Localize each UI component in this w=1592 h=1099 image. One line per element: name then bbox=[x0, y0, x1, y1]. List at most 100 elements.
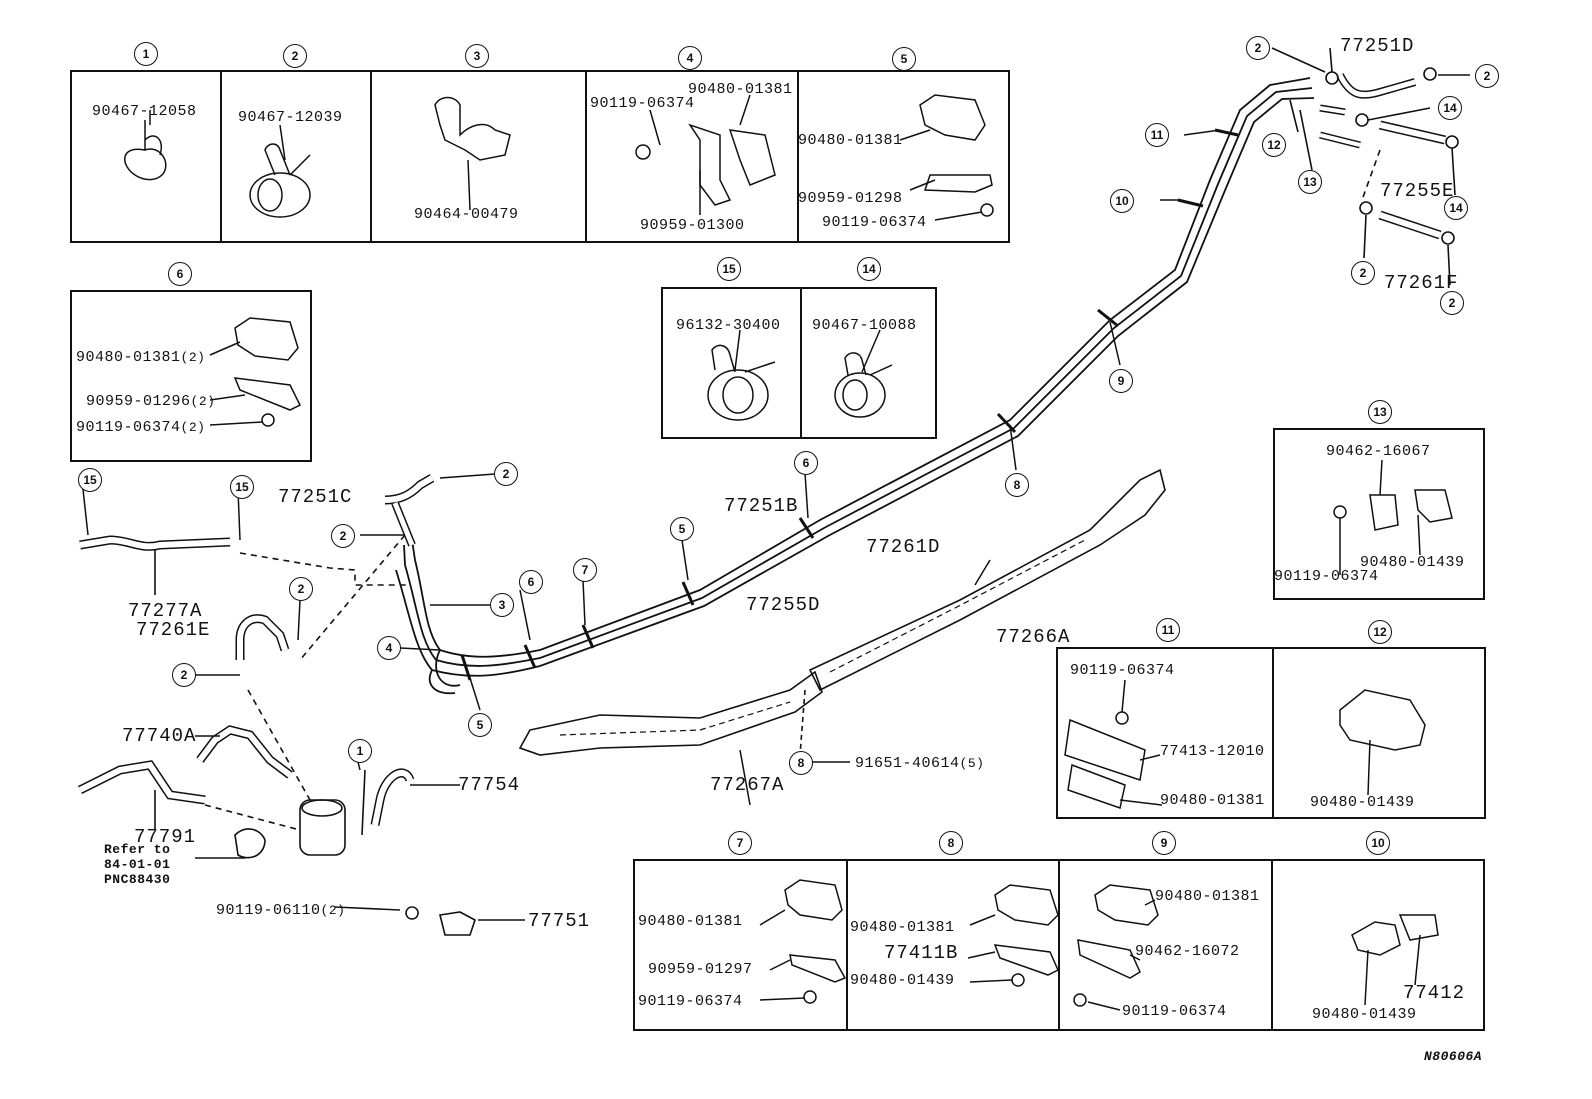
part-77740A: 77740A bbox=[122, 725, 197, 747]
part-label: 90480-01381 bbox=[798, 132, 903, 149]
panel-15-14 bbox=[661, 287, 937, 439]
part-label: 90959-01297 bbox=[648, 961, 753, 978]
callout-4: 4 bbox=[678, 46, 702, 70]
part-77754: 77754 bbox=[458, 774, 521, 796]
callout-3: 3 bbox=[490, 593, 514, 617]
callout-2: 2 bbox=[283, 44, 307, 68]
upper-right-hoses bbox=[1160, 47, 1470, 286]
part-label: 90959-01300 bbox=[640, 217, 745, 234]
divider bbox=[846, 859, 848, 1031]
refer-note-line2: 84-01-01 bbox=[104, 857, 171, 872]
callout-7: 7 bbox=[728, 831, 752, 855]
callout-2: 2 bbox=[172, 663, 196, 687]
part-label: 90959-01296(2) bbox=[86, 393, 216, 410]
line-clamps bbox=[460, 128, 1239, 681]
callout-14: 14 bbox=[857, 257, 881, 281]
divider bbox=[370, 70, 372, 243]
part-label: 90119-06374 bbox=[1274, 568, 1379, 585]
panel-11-12 bbox=[1056, 647, 1486, 819]
divider bbox=[220, 70, 222, 243]
part-label: 90119-06374 bbox=[1070, 662, 1175, 679]
callout-5: 5 bbox=[892, 47, 916, 71]
callout-12: 12 bbox=[1262, 133, 1286, 157]
callout-10: 10 bbox=[1110, 189, 1134, 213]
callout-15: 15 bbox=[78, 468, 102, 492]
callout-1: 1 bbox=[348, 739, 372, 763]
top-parts-panel bbox=[70, 70, 1010, 243]
callout-10: 10 bbox=[1366, 831, 1390, 855]
part-label: 90480-01381 bbox=[638, 913, 743, 930]
part-77751: 77751 bbox=[528, 910, 591, 932]
part-label: 77411B bbox=[884, 942, 959, 964]
part-label: 90480-01381 bbox=[1160, 792, 1265, 809]
callout-14: 14 bbox=[1438, 96, 1462, 120]
callout-3: 3 bbox=[465, 44, 489, 68]
part-label: 90959-01298 bbox=[798, 190, 903, 207]
callout-2: 2 bbox=[494, 462, 518, 486]
diagram-code: N80606A bbox=[1424, 1049, 1483, 1064]
callout-11: 11 bbox=[1145, 123, 1169, 147]
divider bbox=[1271, 859, 1273, 1031]
callout-12: 12 bbox=[1368, 620, 1392, 644]
part-90119-06110: 90119-06110(2) bbox=[216, 902, 346, 919]
part-label: 96132-30400 bbox=[676, 317, 781, 334]
callout-5: 5 bbox=[670, 517, 694, 541]
part-label: 77413-12010 bbox=[1160, 743, 1265, 760]
refer-note-line3: PNC88430 bbox=[104, 872, 171, 887]
part-77277A: 77277A bbox=[128, 600, 203, 622]
part-label: 90119-06374 bbox=[638, 993, 743, 1010]
part-label: 90462-16067 bbox=[1326, 443, 1431, 460]
callout-15: 15 bbox=[717, 257, 741, 281]
part-label: 77412 bbox=[1403, 982, 1466, 1004]
divider bbox=[585, 70, 587, 243]
part-77255E: 77255E bbox=[1380, 180, 1455, 202]
panel-13 bbox=[1273, 428, 1485, 600]
callout-2: 2 bbox=[1440, 291, 1464, 315]
callout-6: 6 bbox=[519, 570, 543, 594]
divider bbox=[1272, 647, 1274, 819]
part-label: 90480-01439 bbox=[850, 972, 955, 989]
part-77251D: 77251D bbox=[1340, 35, 1415, 57]
callout-14: 14 bbox=[1444, 196, 1468, 220]
part-label: 90480-01381 bbox=[1155, 888, 1260, 905]
part-label: 90480-01439 bbox=[1310, 794, 1415, 811]
part-label: 90480-01439 bbox=[1360, 554, 1465, 571]
callout-2: 2 bbox=[1246, 36, 1270, 60]
part-label: 90480-01381(2) bbox=[76, 349, 206, 366]
part-label: 90480-01439 bbox=[1312, 1006, 1417, 1023]
callout-2: 2 bbox=[1351, 261, 1375, 285]
callout-9: 9 bbox=[1109, 369, 1133, 393]
divider bbox=[800, 287, 802, 439]
part-label: 90464-00479 bbox=[414, 206, 519, 223]
part-label: 90462-16072 bbox=[1135, 943, 1240, 960]
part-77251B: 77251B bbox=[724, 495, 799, 517]
callout-8: 8 bbox=[789, 751, 813, 775]
callout-13: 13 bbox=[1298, 170, 1322, 194]
part-label: 90467-10088 bbox=[812, 317, 917, 334]
callout-6: 6 bbox=[168, 262, 192, 286]
callout-8: 8 bbox=[1005, 473, 1029, 497]
part-label: 90119-06374 bbox=[590, 95, 695, 112]
callout-2: 2 bbox=[1475, 64, 1499, 88]
callout-1: 1 bbox=[134, 42, 158, 66]
divider bbox=[1058, 859, 1060, 1031]
callout-15: 15 bbox=[230, 475, 254, 499]
callout-2: 2 bbox=[289, 577, 313, 601]
callout-6: 6 bbox=[794, 451, 818, 475]
callout-2: 2 bbox=[331, 524, 355, 548]
part-label: 90119-06374 bbox=[822, 214, 927, 231]
left-hoses bbox=[77, 474, 525, 936]
part-77261D: 77261D bbox=[866, 536, 941, 558]
box-sketches bbox=[81, 94, 1453, 1011]
divider bbox=[797, 70, 799, 243]
callout-4: 4 bbox=[377, 636, 401, 660]
callout-13: 13 bbox=[1368, 400, 1392, 424]
part-label: 90467-12058 bbox=[92, 103, 197, 120]
callout-8: 8 bbox=[939, 831, 963, 855]
part-label: 90467-12039 bbox=[238, 109, 343, 126]
part-label: 90480-01381 bbox=[688, 81, 793, 98]
part-77261F: 77261F bbox=[1384, 272, 1459, 294]
part-label: 90119-06374 bbox=[1122, 1003, 1227, 1020]
